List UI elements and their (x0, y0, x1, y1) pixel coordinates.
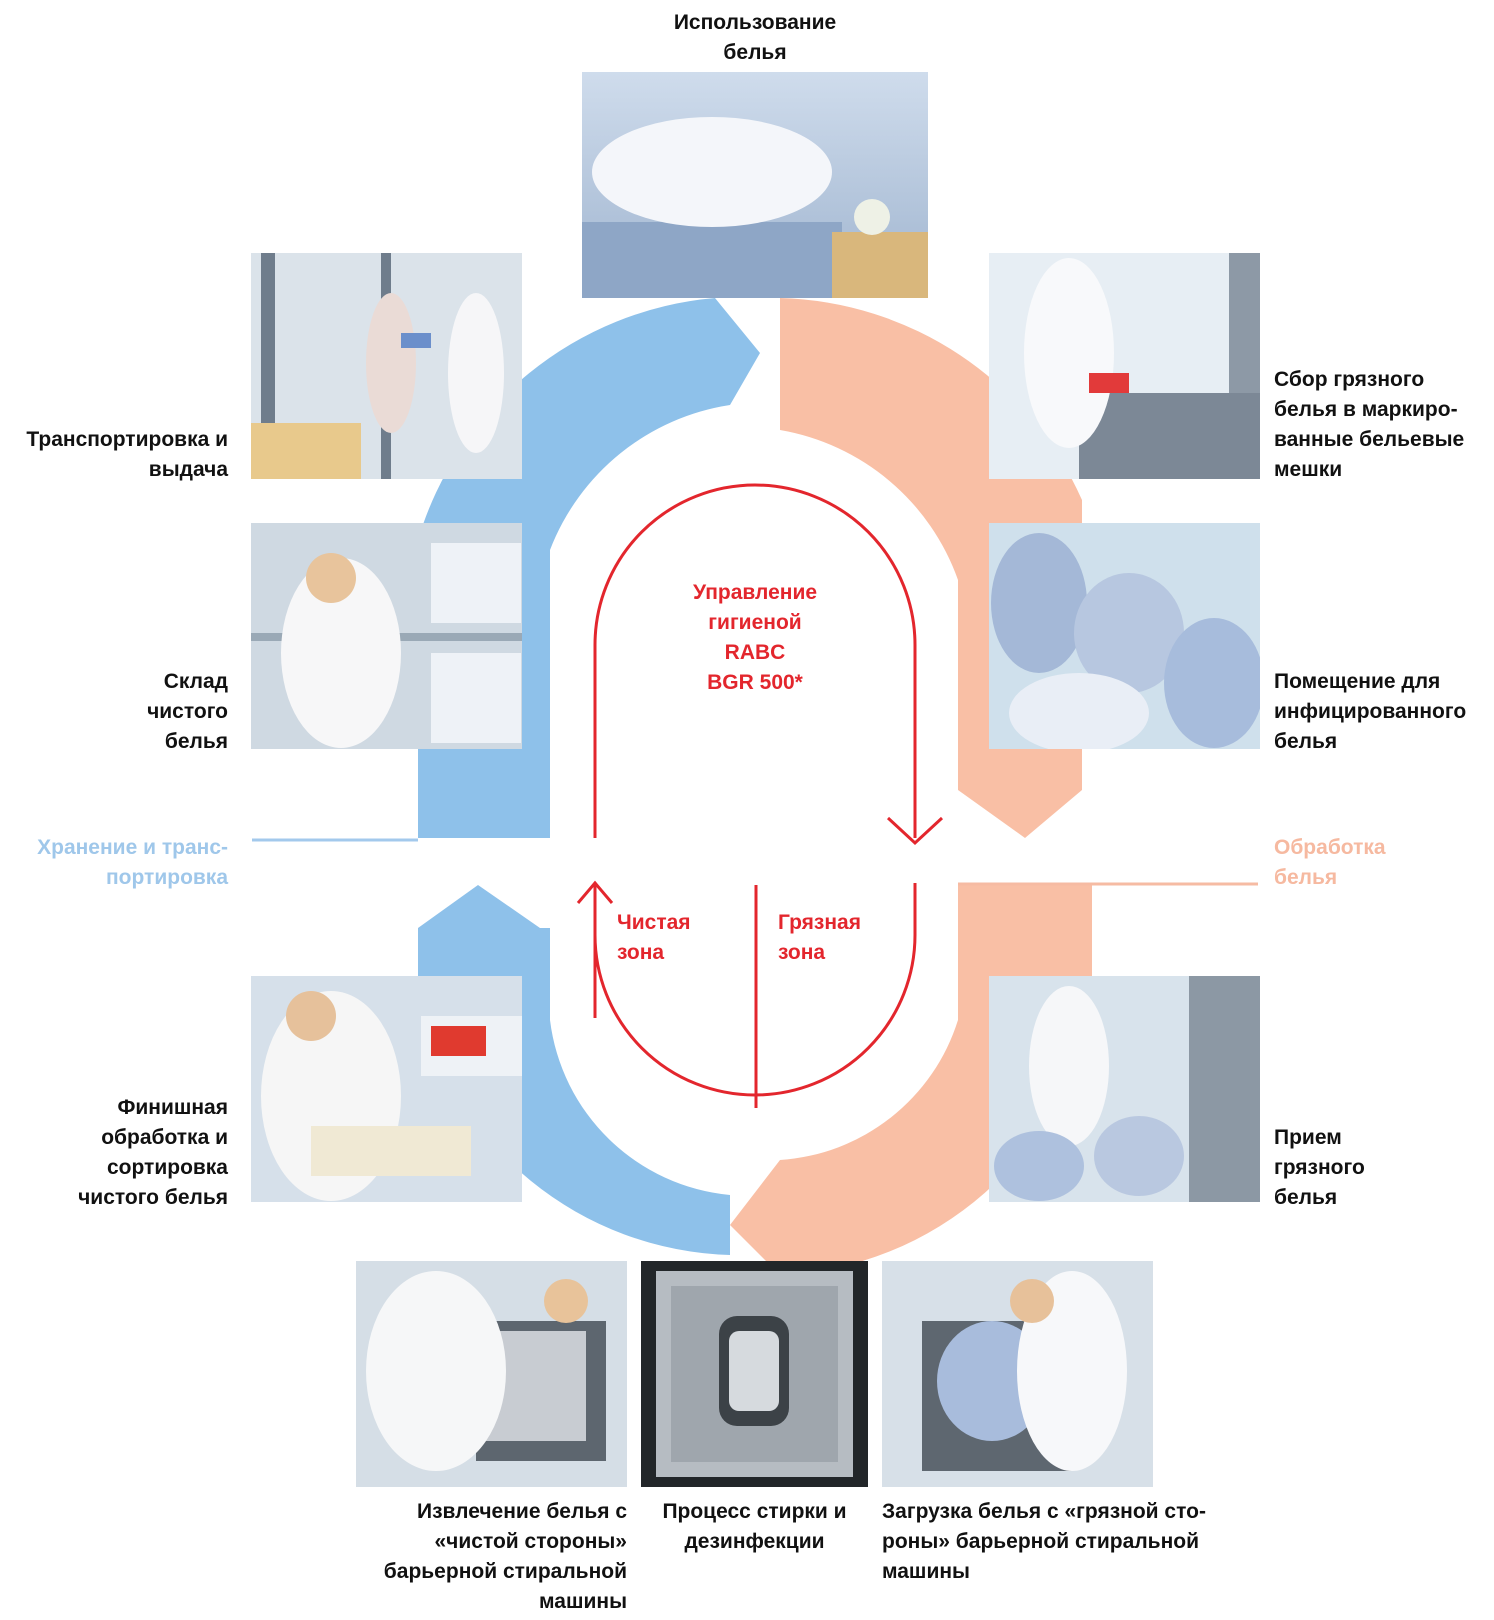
transport-photo (251, 253, 522, 479)
load-label: Загрузка белья с «грязной сто- роны» бар… (882, 1500, 1206, 1583)
clean-zone-inner-label: Чистая зона (617, 911, 691, 964)
dirty-zone-label: Обработка белья (1274, 836, 1386, 889)
dirty-zone-inner-label: Грязная зона (778, 911, 861, 964)
storage-photo (251, 523, 522, 749)
infected-room-label: Помещение для инфицированного белья (1274, 670, 1467, 753)
clean-zone-label: Хранение и транс- портировка (37, 836, 228, 889)
bed-photo (582, 72, 928, 298)
load-photo (882, 1261, 1153, 1487)
reception-photo (989, 976, 1260, 1202)
collection-photo (989, 253, 1260, 479)
hygiene-title: Управление гигиеной RABC BGR 500* (692, 581, 818, 694)
reception-label: Прием грязного белья (1274, 1126, 1365, 1209)
unload-label: Извлечение белья с «чистой стороны» барь… (383, 1500, 627, 1613)
finishing-label: Финишная обработка и сортировка чистого … (78, 1096, 228, 1209)
wash-label: Процесс стирки и дезинфекции (662, 1500, 847, 1553)
wash-photo (641, 1261, 868, 1487)
hygiene-loop (576, 483, 944, 1108)
clean-storage-label: Склад чистого белья (147, 670, 228, 753)
unload-photo (356, 1261, 627, 1487)
finishing-photo (251, 976, 522, 1202)
infected-room-photo (989, 523, 1260, 749)
usage-label: Использование белья (673, 11, 837, 64)
collection-label: Сбор грязного белья в маркиро- ванные бе… (1274, 368, 1465, 481)
transport-label: Транспортировка и выдача (26, 428, 228, 481)
